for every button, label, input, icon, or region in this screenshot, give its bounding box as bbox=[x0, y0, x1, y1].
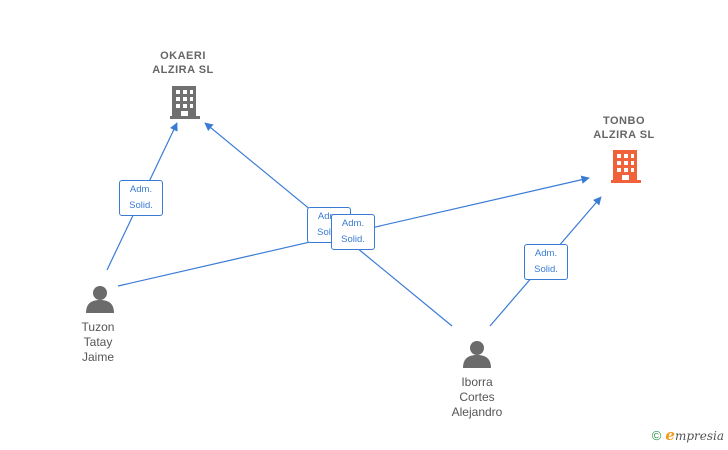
building-icon[interactable] bbox=[170, 86, 200, 119]
company-name-okaeri[interactable]: OKAERI ALZIRA SL bbox=[152, 50, 214, 76]
building-icon[interactable] bbox=[611, 150, 641, 183]
copyright-icon: © bbox=[651, 427, 662, 443]
brand-logo-initial: e bbox=[665, 426, 675, 444]
person-name-tuzon[interactable]: Tuzon Tatay Jaime bbox=[81, 320, 115, 364]
relation-label-iborra-tonbo: Adm. Solid. bbox=[524, 244, 568, 280]
brand-logo-text: mpresia bbox=[674, 429, 724, 443]
brand-watermark: © empresia bbox=[652, 426, 724, 444]
company-name-tonbo[interactable]: TONBO ALZIRA SL bbox=[593, 115, 655, 141]
relation-label-tuzon-okaeri: Adm. Solid. bbox=[119, 180, 163, 216]
person-icon[interactable] bbox=[463, 341, 491, 368]
person-icon[interactable] bbox=[86, 286, 114, 313]
relation-label-tuzon-tonbo: Adm. Solid. bbox=[331, 214, 375, 250]
person-name-iborra[interactable]: Iborra Cortes Alejandro bbox=[451, 375, 503, 419]
